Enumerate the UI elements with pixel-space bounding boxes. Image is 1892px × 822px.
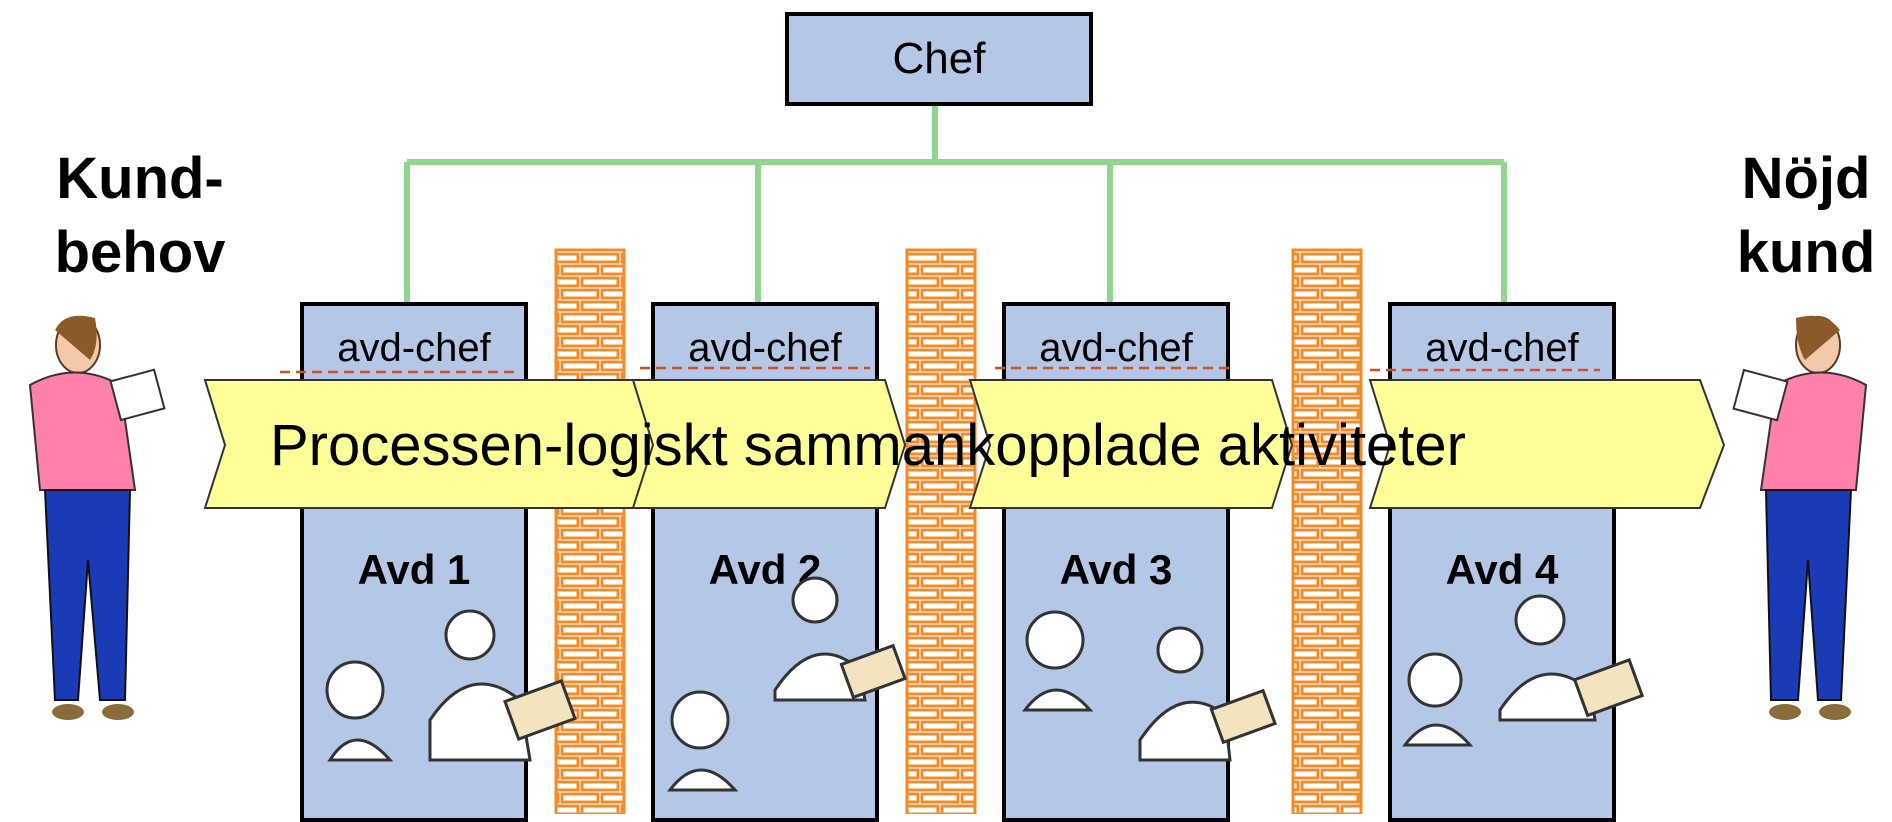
satisfied-customer-line-1: Nöjd <box>1741 146 1871 211</box>
phone-person-icon <box>325 660 394 762</box>
doctor-icon <box>428 609 577 762</box>
phone-person-icon <box>1401 652 1474 747</box>
worker-icons <box>325 576 1645 792</box>
phone-person-icon <box>666 690 739 792</box>
brick-wall-icon <box>905 248 977 814</box>
process-label: Processen-logiskt sammankopplade aktivit… <box>270 413 1466 478</box>
dashed-separators <box>280 366 1600 374</box>
brick-wall-icon <box>1291 248 1363 814</box>
process-chevrons <box>203 379 1726 509</box>
satisfied-customer-label: Nöjd kund <box>1720 142 1892 290</box>
department-name-1: Avd 1 <box>357 546 471 593</box>
chevron-icon <box>631 379 907 509</box>
customer-need-label: Kund- behov <box>30 142 250 290</box>
chevron-icon <box>968 379 1294 509</box>
customer-need-line-2: behov <box>54 220 226 285</box>
chef-label: Chef <box>892 34 986 83</box>
chevron-icon <box>1368 379 1726 509</box>
doctor-icon <box>1138 626 1277 762</box>
department-head-1: avd-chef <box>337 326 491 370</box>
doctor-icon <box>1498 594 1645 722</box>
customer-left-icon <box>28 315 166 720</box>
department-head-3: avd-chef <box>1039 326 1193 370</box>
brick-wall-icon <box>554 248 626 814</box>
satisfied-customer-line-2: kund <box>1736 220 1876 285</box>
department-head-2: avd-chef <box>688 326 842 370</box>
department-head-4: avd-chef <box>1425 326 1579 370</box>
customer-need-line-1: Kund- <box>56 146 224 211</box>
doctor-icon <box>773 576 907 702</box>
org-connectors <box>404 106 1507 302</box>
department-name-3: Avd 3 <box>1059 546 1173 593</box>
customer-right-icon <box>1732 315 1868 720</box>
department-name-4: Avd 4 <box>1445 546 1559 593</box>
phone-person-icon <box>1021 610 1094 712</box>
chef-box: Chef <box>785 12 1093 106</box>
